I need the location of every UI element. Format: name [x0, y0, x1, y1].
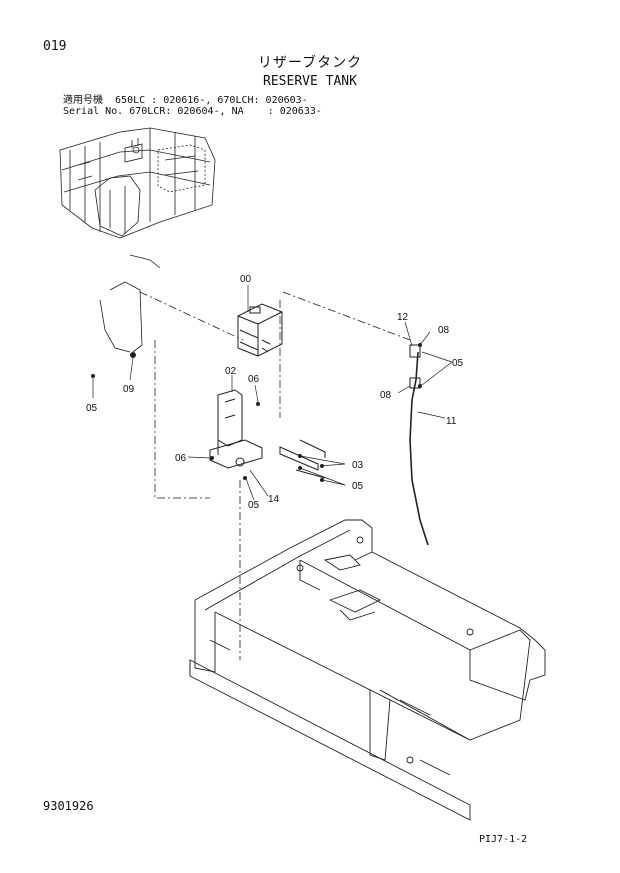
- callout-14: 14: [268, 494, 280, 505]
- callout-05-rods: 05: [352, 481, 364, 492]
- machine-overview-sketch: [59, 127, 216, 239]
- serial-applicability-line-1: 適用号機 650LC : 020616-, 670LCH: 020603-: [63, 95, 308, 106]
- page-number: 019: [43, 39, 67, 54]
- callout-11: 11: [446, 416, 457, 427]
- page-code: PIJ7-1-2: [479, 834, 528, 845]
- callout-08-upper: 08: [438, 325, 450, 336]
- callout-05-right: 05: [452, 358, 464, 369]
- hose-clamp-lower: [409, 377, 421, 389]
- callout-06-upper: 06: [248, 374, 260, 385]
- upper-frame: [189, 519, 546, 821]
- hose-clamp: [409, 344, 421, 358]
- hose: [409, 351, 429, 546]
- callout-12: 12: [397, 312, 409, 323]
- callout-02: 02: [225, 366, 237, 377]
- reserve-tank-part: [237, 303, 283, 357]
- callout-05-left: 05: [86, 403, 98, 414]
- callout-06-lower: 06: [175, 453, 187, 464]
- callout-00: 00: [240, 274, 252, 285]
- fastener-dots: [91, 343, 422, 482]
- title-japanese: リザーブタンク: [257, 55, 363, 71]
- callout-leaders: [92, 285, 453, 501]
- callout-08-lower: 08: [380, 390, 392, 401]
- serial-applicability-line-2: Serial No. 670LCR: 020604-, NA : 020633-: [63, 106, 322, 117]
- callout-05-bracket: 05: [248, 500, 260, 511]
- bracket-part: [209, 389, 263, 469]
- callout-09: 09: [123, 384, 135, 395]
- drawing-number: 9301926: [43, 799, 94, 813]
- mounting-rods: [279, 439, 326, 479]
- title-english: RESERVE TANK: [263, 74, 357, 89]
- callout-03: 03: [352, 460, 364, 471]
